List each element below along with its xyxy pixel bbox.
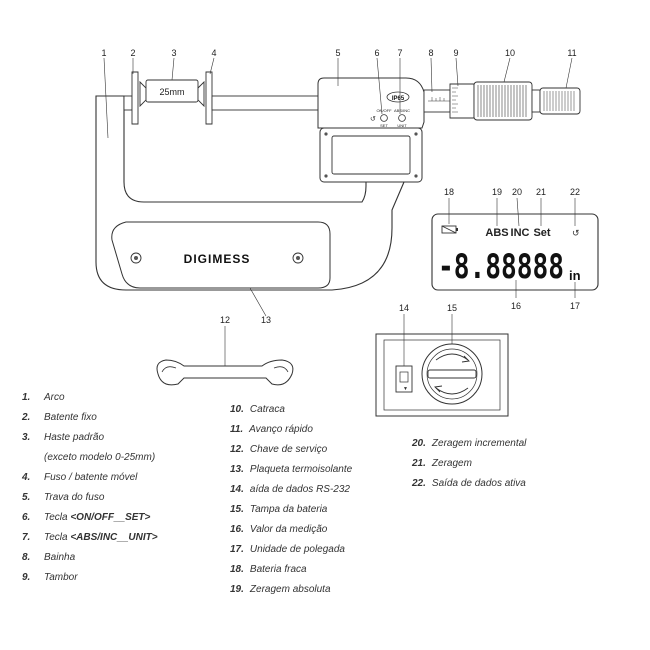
legend-item-11: 11.Avanço rápido bbox=[230, 424, 313, 435]
legend-item-7: 7.Tecla <ABS/INC__UNIT> bbox=[22, 532, 158, 543]
callout-19: 19 bbox=[492, 187, 502, 197]
svg-text:ABS/INC: ABS/INC bbox=[394, 108, 410, 113]
callout-18: 18 bbox=[444, 187, 454, 197]
callout-10: 10 bbox=[505, 48, 515, 58]
svg-text:▼: ▼ bbox=[403, 386, 408, 392]
legend-column-2: 10.Catraca 11.Avanço rápido 12.Chave de … bbox=[230, 400, 352, 600]
legend-item-3: 3.Haste padrão bbox=[22, 432, 105, 443]
legend-item-1: 1.Arco bbox=[22, 392, 65, 403]
legend-item-13: 13.Plaqueta termoisolante bbox=[230, 464, 353, 475]
legend-column-3: 20.Zeragem incremental 21.Zeragem 22.Saí… bbox=[412, 434, 526, 494]
legend-item-12: 12.Chave de serviço bbox=[230, 444, 328, 455]
legend-column-1: 1.Arco 2.Batente fixo 3.Haste padrão (ex… bbox=[22, 388, 158, 588]
callout-2: 2 bbox=[130, 48, 135, 58]
legend-item-14: 14.aída de dados RS-232 bbox=[230, 484, 350, 495]
callout-21: 21 bbox=[536, 187, 546, 197]
legend-item-16: 16.Valor da medição bbox=[230, 524, 328, 535]
callout-17: 17 bbox=[570, 301, 580, 311]
legend-item-19: 19.Zeragem absoluta bbox=[230, 584, 331, 595]
callout-15: 15 bbox=[447, 303, 457, 313]
callout-9: 9 bbox=[453, 48, 458, 58]
spindle bbox=[211, 95, 321, 111]
legend-item-22: 22.Saída de dados ativa bbox=[412, 478, 526, 489]
svg-text:UNIT: UNIT bbox=[397, 123, 407, 128]
callout-7: 7 bbox=[397, 48, 402, 58]
lcd-display: ABS INC Set ↺ -8.88888 in bbox=[431, 213, 599, 291]
legend-item-5: 5.Trava do fuso bbox=[22, 492, 105, 503]
data-output-icon: ↺ bbox=[370, 116, 376, 123]
legend-item-17: 17.Unidade de polegada bbox=[230, 544, 345, 555]
legend-item-8: 8.Bainha bbox=[22, 552, 76, 563]
callout-16: 16 bbox=[511, 301, 521, 311]
legend-item-20: 20.Zeragem incremental bbox=[412, 438, 527, 449]
legend-item-21: 21.Zeragem bbox=[412, 458, 472, 469]
legend-item-6: 6.Tecla <ON/OFF__SET> bbox=[22, 512, 151, 523]
battery-cover-detail: ▼ bbox=[375, 333, 509, 417]
callout-5: 5 bbox=[335, 48, 340, 58]
button-onoff-set[interactable] bbox=[380, 114, 388, 122]
service-wrench bbox=[156, 359, 294, 386]
plate-screw-left bbox=[130, 252, 142, 264]
callout-20: 20 bbox=[512, 187, 522, 197]
fixed-anvil bbox=[123, 95, 133, 111]
callout-numbers: 1 2 3 4 5 6 7 8 9 10 11 12 13 14 15 16 1… bbox=[101, 48, 580, 325]
svg-text:IP65: IP65 bbox=[392, 96, 405, 102]
callout-12: 12 bbox=[220, 315, 230, 325]
callout-22: 22 bbox=[570, 187, 580, 197]
thimble bbox=[449, 83, 475, 119]
legend-item-18: 18.Bateria fraca bbox=[230, 564, 307, 575]
legend-item-15: 15.Tampa da bateria bbox=[230, 504, 328, 515]
lcd-inc: INC bbox=[511, 227, 530, 239]
callout-6: 6 bbox=[374, 48, 379, 58]
callout-4: 4 bbox=[211, 48, 216, 58]
legend-item-2: 2.Batente fixo bbox=[22, 412, 97, 423]
legend-item-10: 10.Catraca bbox=[230, 404, 285, 415]
callout-8: 8 bbox=[428, 48, 433, 58]
legend-item-9: 9.Tambor bbox=[22, 572, 78, 583]
callout-14: 14 bbox=[399, 303, 409, 313]
heat-insulating-plate bbox=[111, 221, 331, 289]
button-absinc-unit[interactable] bbox=[398, 114, 406, 122]
lcd-value: -8.88888 bbox=[438, 247, 564, 287]
lcd-unit: in bbox=[569, 268, 581, 283]
callout-13: 13 bbox=[261, 315, 271, 325]
lcd-abs: ABS bbox=[485, 227, 508, 239]
callout-3: 3 bbox=[171, 48, 176, 58]
ip65-badge bbox=[386, 91, 410, 103]
legend-item-4: 4.Fuso / batente móvel bbox=[22, 472, 138, 483]
svg-text:ON/OFF: ON/OFF bbox=[376, 108, 392, 113]
lcd-set: Set bbox=[533, 227, 550, 239]
plate-screw-right bbox=[292, 252, 304, 264]
standard-bar-label: 25mm bbox=[159, 87, 184, 97]
lcd-data-out-icon: ↺ bbox=[572, 228, 580, 238]
callout-11: 11 bbox=[567, 48, 576, 58]
callout-1: 1 bbox=[101, 48, 106, 58]
svg-text:SET: SET bbox=[380, 123, 388, 128]
legend-item-3-note: (exceto modelo 0-25mm) bbox=[44, 452, 156, 463]
callout-lines bbox=[103, 57, 576, 366]
brand-logo: DIGIMESS bbox=[184, 252, 251, 266]
micrometer: DIGIMESS 25mm IP65 ON/OFF SET ABS/INC UN… bbox=[95, 71, 581, 291]
